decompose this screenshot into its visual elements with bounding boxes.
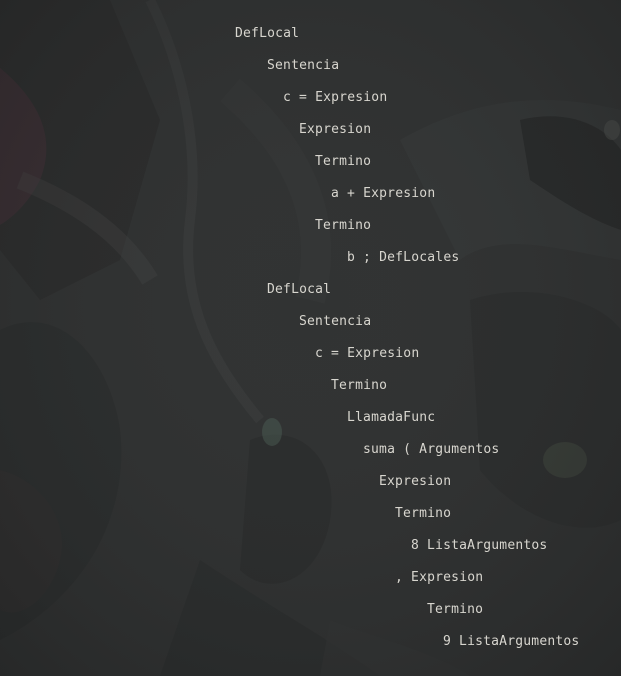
- tree-node: DefLocal: [235, 26, 300, 41]
- tree-node: 9 ListaArgumentos: [443, 634, 580, 649]
- tree-node: Termino: [395, 506, 452, 521]
- tree-node: LlamadaFunc: [347, 410, 436, 425]
- tree-node: , Expresion: [395, 570, 484, 585]
- tree-node: Sentencia: [299, 314, 372, 329]
- tree-node: c = Expresion: [283, 90, 388, 105]
- tree-node: suma ( Argumentos: [363, 442, 500, 457]
- tree-node: Sentencia: [267, 58, 340, 73]
- tree-node: Expresion: [379, 474, 452, 489]
- tree-node: b ; DefLocales: [347, 250, 460, 265]
- tree-node: a + Expresion: [331, 186, 436, 201]
- tree-node: Termino: [315, 154, 372, 169]
- tree-node: Termino: [331, 378, 388, 393]
- tree-node: Expresion: [299, 122, 372, 137]
- tree-node: DefLocal: [267, 282, 332, 297]
- tree-node: Termino: [315, 218, 372, 233]
- tree-node: Termino: [427, 602, 484, 617]
- tree-node: c = Expresion: [315, 346, 420, 361]
- tree-node: 8 ListaArgumentos: [411, 538, 548, 553]
